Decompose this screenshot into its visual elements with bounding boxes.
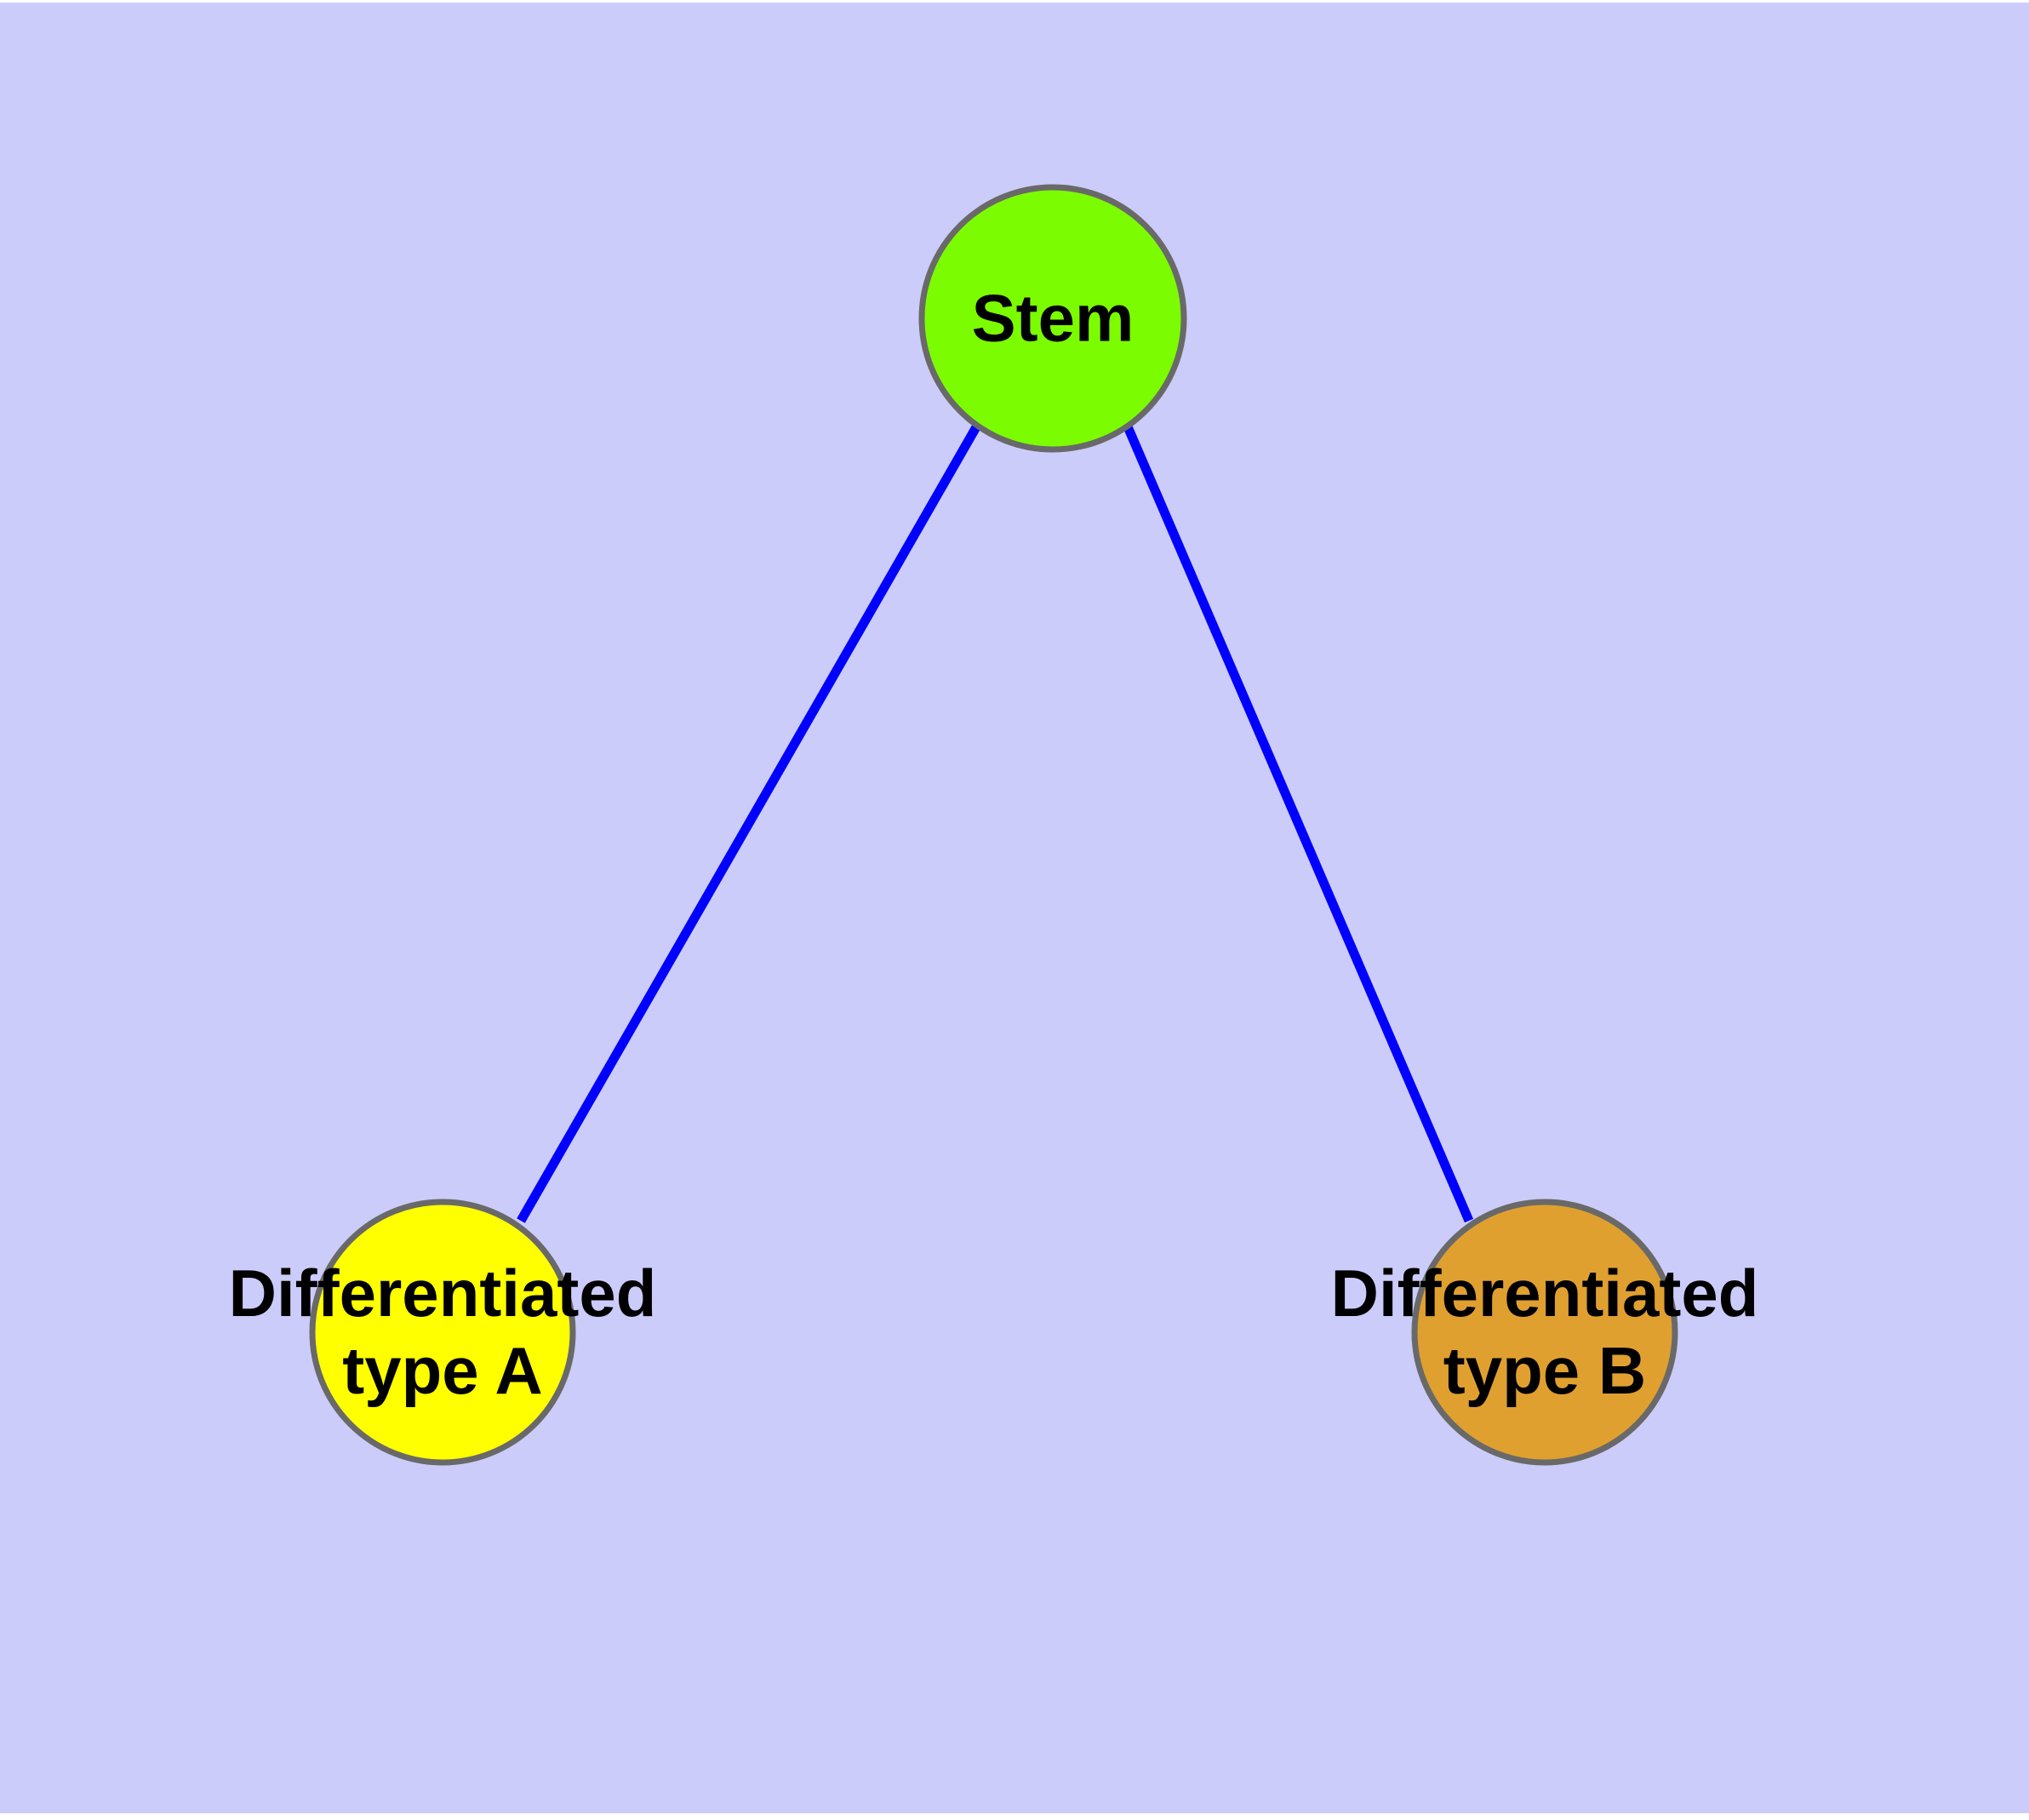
node-label-line: Stem: [972, 281, 1135, 356]
node-label-line: Differentiated: [1331, 1256, 1759, 1331]
node-label-stem: Stem: [972, 281, 1135, 356]
node-differentiated-type-a[interactable]: [309, 1199, 576, 1466]
edge-stem-to-differentiated-type-b[interactable]: [1122, 422, 1474, 1223]
node-label-line: type B: [1443, 1333, 1646, 1408]
nodes-group: [309, 184, 1678, 1466]
node-circle-stem[interactable]: [918, 184, 1187, 453]
node-stem[interactable]: [918, 184, 1187, 453]
node-differentiated-type-b[interactable]: [1411, 1199, 1678, 1466]
node-circle-differentiated-type-a[interactable]: [309, 1199, 576, 1466]
edge-stem-to-differentiated-type-a[interactable]: [517, 423, 981, 1223]
edges-group: [517, 422, 1474, 1223]
node-label-line: type A: [342, 1333, 543, 1408]
node-label-line: Differentiated: [229, 1256, 657, 1331]
node-circle-differentiated-type-b[interactable]: [1411, 1199, 1678, 1466]
